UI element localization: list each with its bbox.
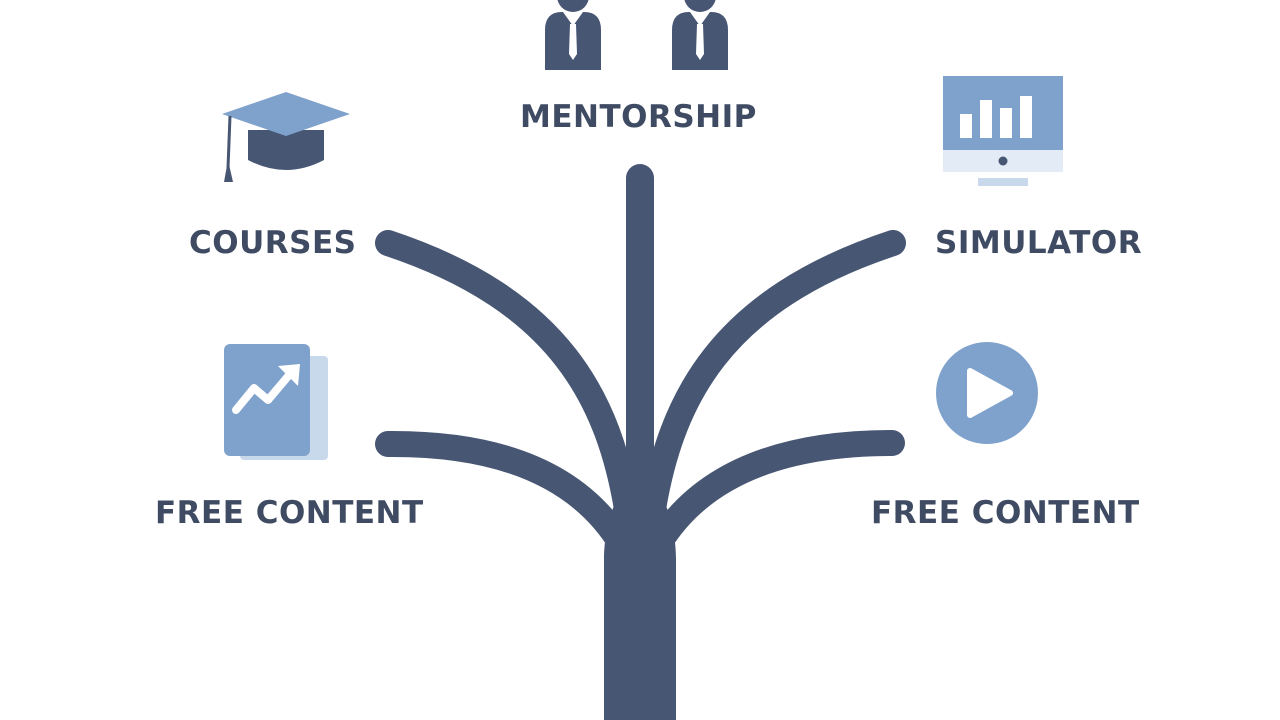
- graduation-cap-icon: [222, 92, 350, 182]
- label-simulator: SIMULATOR: [935, 225, 1143, 261]
- trending-chart-book-icon: [224, 344, 328, 460]
- branch-upper-right: [639, 230, 906, 528]
- play-button-icon: [936, 342, 1038, 444]
- label-free-content-left: FREE CONTENT: [155, 495, 424, 531]
- mentors-icon: [545, 0, 728, 70]
- branch-upper-left: [375, 230, 641, 528]
- label-free-content-right: FREE CONTENT: [871, 495, 1140, 531]
- label-mentorship: MENTORSHIP: [520, 99, 757, 135]
- trunk: [604, 470, 676, 720]
- label-courses: COURSES: [189, 225, 357, 261]
- monitor-bar-chart-icon: [943, 76, 1063, 186]
- branch-lower-right: [645, 430, 905, 558]
- branch-lower-left: [375, 430, 635, 558]
